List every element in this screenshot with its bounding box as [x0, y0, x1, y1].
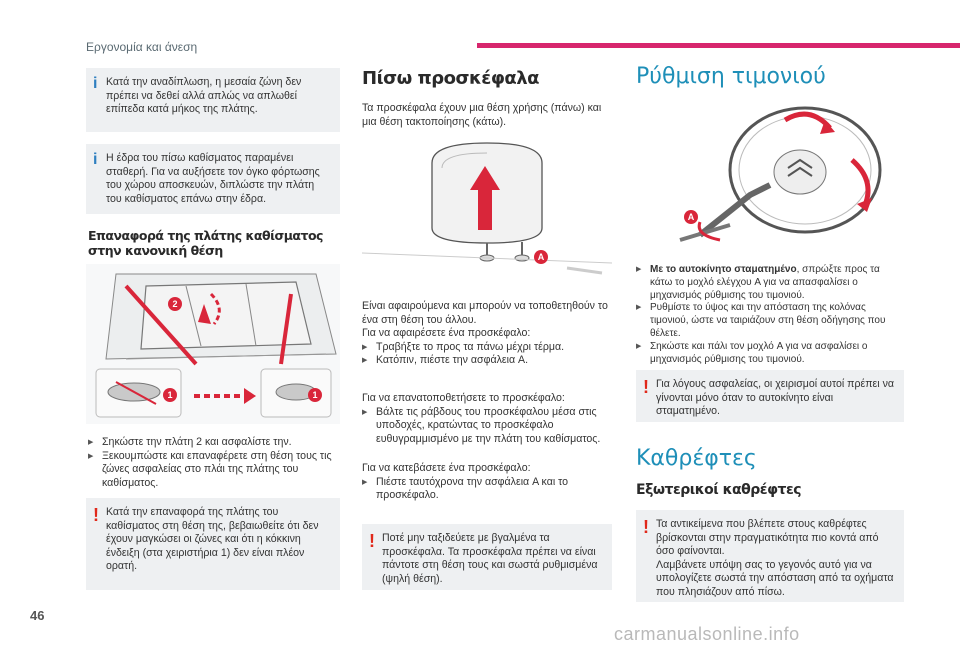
paragraph: Λαμβάνετε υπόψη σας το γεγονός αυτό για … [656, 558, 894, 598]
warning-icon: ! [369, 531, 375, 551]
info-note-2: i Η έδρα του πίσω καθίσματος παραμένει σ… [86, 144, 340, 214]
info-note-1-text: Κατά την αναδίπλωση, η μεσαία ζώνη δεν π… [106, 76, 302, 115]
steering-illustration: A [660, 100, 900, 250]
callout-badge-1: 1 [163, 388, 177, 402]
seatback-steps: Σηκώστε την πλάτη 2 και ασφαλίστε την. Ξ… [88, 436, 340, 490]
section-title: Εργονομία και άνεση [86, 40, 198, 54]
warning-note-3-text: Για λόγους ασφαλείας, οι χειρισμοί αυτοί… [656, 378, 894, 417]
headrest-remove-steps: Είναι αφαιρούμενα και μπορούν να τοποθετ… [362, 300, 612, 368]
list-item: Κατόπιν, πιέστε την ασφάλεια A. [362, 354, 612, 368]
paragraph: Τα αντικείμενα που βλέπετε στους καθρέφτ… [656, 518, 879, 557]
list-item: Σηκώστε την πλάτη 2 και ασφαλίστε την. [88, 436, 340, 450]
headrest-drawing [362, 142, 612, 275]
info-icon: i [93, 75, 98, 92]
warning-note-3: ! Για λόγους ασφαλείας, οι χειρισμοί αυτ… [636, 370, 904, 422]
steering-adjust-heading: Ρύθμιση τιμονιού [636, 64, 826, 89]
steering-wheel-drawing [679, 106, 882, 242]
watermark: carmanualsonline.info [614, 624, 800, 644]
warning-note-1-text: Κατά την επαναφορά της πλάτης του καθίσμ… [106, 506, 319, 572]
info-note-1: i Κατά την αναδίπλωση, η μεσαία ζώνη δεν… [86, 68, 340, 132]
callout-badge-a: A [684, 210, 698, 224]
rear-headrests-heading: Πίσω προσκέφαλα [362, 68, 540, 89]
exterior-mirrors-subheading: Εξωτερικοί καθρέφτες [636, 482, 802, 498]
headrest-lower-steps: Για να κατεβάσετε ένα προσκέφαλο: Πιέστε… [362, 462, 612, 503]
warning-note-2: ! Ποτέ μην ταξιδεύετε με βγαλμένα τα προ… [362, 524, 612, 590]
list-item: Σηκώστε και πάλι τον μοχλό A για να ασφα… [636, 341, 904, 367]
rear-seat-illustration: 2 1 1 [86, 264, 340, 424]
info-icon: i [93, 151, 98, 168]
list-item: Τραβήξτε το προς τα πάνω μέχρι τέρμα. [362, 341, 612, 355]
warning-note-4-text: Τα αντικείμενα που βλέπετε στους καθρέφτ… [656, 518, 896, 599]
header-accent-bar [477, 43, 960, 48]
warning-icon: ! [643, 377, 649, 397]
list-item-text: , σπρώξτε προς τα κάτω το μοχλό ελέγχου … [650, 264, 880, 301]
list-item: Με το αυτοκίνητο σταματημένο, σπρώξτε πρ… [636, 264, 904, 302]
paragraph: Για να αφαιρέσετε ένα προσκέφαλο: [362, 327, 531, 340]
seatback-reset-heading: Επαναφορά της πλάτης καθίσματος στην καν… [88, 228, 323, 258]
steering-adjust-steps: Με το αυτοκίνητο σταματημένο, σπρώξτε πρ… [636, 264, 904, 366]
headrest-illustration: A [362, 138, 612, 284]
paragraph: Για να κατεβάσετε ένα προσκέφαλο: [362, 462, 531, 474]
rear-seat-drawing [95, 273, 337, 418]
warning-note-4: ! Τα αντικείμενα που βλέπετε στους καθρέ… [636, 510, 904, 602]
warning-note-1: ! Κατά την επαναφορά της πλάτης του καθί… [86, 498, 340, 590]
list-item: Ξεκουμπώστε και επαναφέρετε στη θέση του… [88, 450, 340, 491]
paragraph: Είναι αφαιρούμενα και μπορούν να τοποθετ… [362, 300, 608, 326]
info-note-2-text: Η έδρα του πίσω καθίσματος παραμένει στα… [106, 152, 320, 205]
list-item: Πιέστε ταυτόχρονα την ασφάλεια A και το … [362, 476, 612, 503]
callout-badge-a: A [534, 250, 548, 264]
list-item: Βάλτε τις ράβδους του προσκέφαλου μέσα σ… [362, 406, 612, 447]
callout-badge-2: 2 [168, 297, 182, 311]
warning-note-2-text: Ποτέ μην ταξιδεύετε με βγαλμένα τα προσκ… [382, 532, 598, 585]
callout-badge-1: 1 [308, 388, 322, 402]
paragraph: Για να επανατοποθετήσετε το προσκέφαλο: [362, 392, 565, 404]
mirrors-heading: Καθρέφτες [636, 446, 757, 471]
warning-icon: ! [643, 517, 649, 537]
warning-icon: ! [93, 505, 99, 525]
page-number: 46 [30, 608, 45, 623]
list-item: Ρυθμίστε το ύψος και την απόσταση της κο… [636, 302, 904, 340]
emphasis-text: Με το αυτοκίνητο σταματημένο [650, 264, 797, 275]
headrests-intro: Τα προσκέφαλα έχουν μια θέση χρήσης (πάν… [362, 102, 602, 128]
headrest-refit-steps: Για να επανατοποθετήσετε το προσκέφαλο: … [362, 392, 612, 446]
